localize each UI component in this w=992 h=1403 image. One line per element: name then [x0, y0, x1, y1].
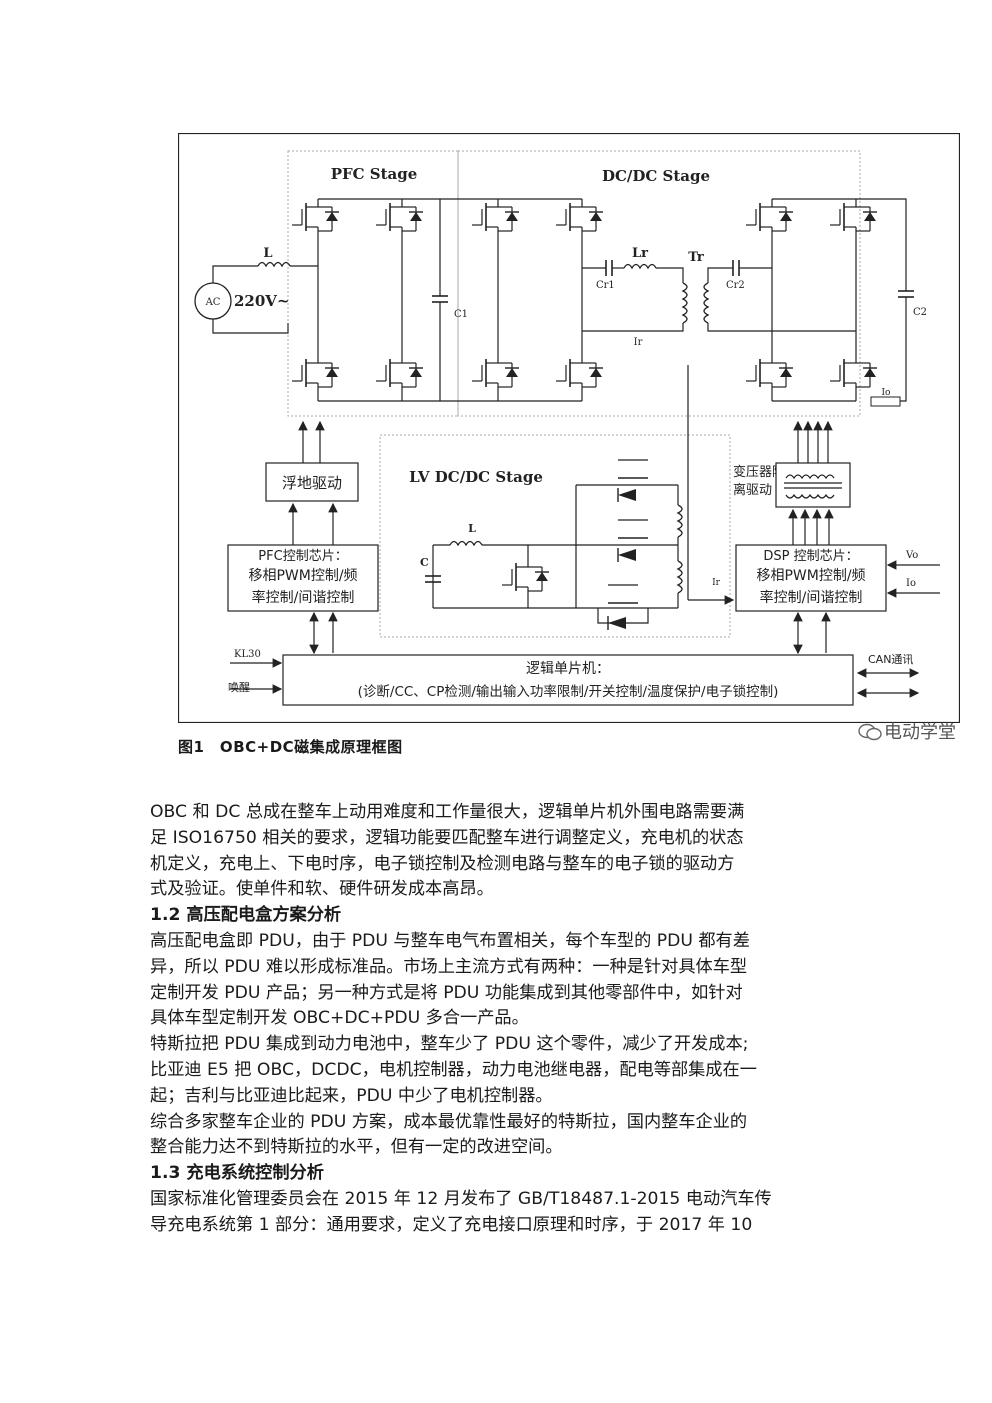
- tx-drive-line2: 离驱动: [733, 482, 772, 498]
- kl30-label: KL30: [234, 649, 261, 660]
- pfc-chip-line3: 率控制/间谐控制: [252, 589, 355, 606]
- dsp-chip-block: [735, 544, 887, 612]
- transformer-secondary: [703, 282, 710, 324]
- chat-bubble-icon: [858, 723, 882, 741]
- pfc-inductor: [257, 261, 291, 268]
- tx-drive-block: [775, 462, 851, 508]
- lv-rectifiers: [597, 459, 649, 630]
- watermark-text: 电动学堂: [884, 722, 956, 743]
- lr-label: Lr: [632, 246, 648, 261]
- dsp-chip-line3: 率控制/间谐控制: [760, 589, 863, 606]
- io-label: Io: [882, 388, 891, 398]
- paragraph-line: 定制开发 PDU 产品；另一种方式是将 PDU 功能集成到其他零部件中，如针对: [150, 982, 743, 1003]
- paragraph-line: 比亚迪 E5 把 OBC，DCDC，电机控制器，动力电池继电器，配电等部集成在一: [150, 1059, 757, 1080]
- paragraph-line: 起；吉利与比亚迪比起来，PDU 中少了电机控制器。: [150, 1085, 553, 1106]
- watermark: 电动学堂: [858, 718, 956, 744]
- cr2-label: Cr2: [726, 280, 745, 291]
- float-drive-label: 浮地驱动: [282, 474, 342, 492]
- section-heading: 1.3 充电系统控制分析: [150, 1163, 324, 1184]
- dcdc-stage-box: [457, 150, 861, 417]
- mcu-line1: 逻辑单片机：: [526, 661, 610, 677]
- section-heading: 1.2 高压配电盒方案分析: [150, 905, 342, 926]
- paragraph-line: 具体车型定制开发 OBC+DC+PDU 多合一产品。: [150, 1008, 529, 1029]
- vo-input-label: Vo: [905, 550, 918, 561]
- wake-label: 唤醒: [228, 680, 250, 694]
- paragraph-line: 足 ISO16750 相关的要求，逻辑功能要匹配整车进行调整定义，充电机的状态: [150, 827, 744, 848]
- io-input-label: Io: [906, 578, 916, 589]
- float-drive-block: [265, 462, 359, 502]
- c2-label: C2: [913, 307, 927, 318]
- paragraph-line: 整合能力达不到特斯拉的水平，但有一定的改进空间。: [150, 1137, 563, 1158]
- mcu-line2: (诊断/CC、CP检测/输出输入功率限制/开关控制/温度保护/电子锁控制): [358, 683, 779, 700]
- pfc-stage-label: PFC Stage: [331, 165, 418, 183]
- lv-l-label: L: [468, 522, 476, 535]
- cr1-label: Cr1: [596, 280, 615, 291]
- lv-ir-label: Ir: [712, 578, 721, 588]
- can-label: CAN通讯: [868, 653, 913, 666]
- paragraph-line: OBC 和 DC 总成在整车上动用难度和工作量很大，逻辑单片机外围电路需要满: [150, 802, 745, 822]
- pfc-chip-line2: 移相PWM控制/频: [248, 568, 357, 584]
- ir-label: Ir: [634, 337, 643, 348]
- voltage-label: 220V~: [234, 292, 290, 310]
- transformer-primary: [681, 282, 688, 324]
- dsp-chip-line2: 移相PWM控制/频: [756, 568, 865, 584]
- paragraph-line: 异，所以 PDU 难以形成标准品。市场上主流方式有两种：一种是针对具体车型: [150, 956, 748, 977]
- mcu-block: [282, 654, 854, 706]
- paragraph-line: 高压配电盒即 PDU，由于 PDU 与整车电气布置相关，每个车型的 PDU 都有…: [150, 930, 750, 951]
- ac-label: AC: [205, 297, 221, 308]
- pfc-stage-box: [287, 150, 459, 417]
- body-text: OBC 和 DC 总成在整车上动用难度和工作量很大，逻辑单片机外围电路需要满足 …: [150, 800, 850, 1239]
- pfc-chip-line1: PFC控制芯片：: [258, 549, 347, 564]
- paragraph-line: 机定义，充电上、下电时序，电子锁控制及检测电路与整车的电子锁的驱动方: [150, 853, 735, 874]
- tr-label: Tr: [688, 250, 704, 265]
- paragraph-line: 特斯拉把 PDU 集成到动力电池中，整车少了 PDU 这个零件，减少了开发成本;: [150, 1034, 749, 1055]
- circuit-figure: PFC Stage DC/DC Stage LV DC/DC Stage AC …: [178, 133, 960, 723]
- c1-label: C1: [454, 309, 468, 320]
- tx-drive-line1: 变压器隔: [733, 464, 785, 480]
- paragraph-line: 式及验证。使单件和软、硬件研发成本高昂。: [150, 879, 494, 900]
- inductor-label: L: [263, 246, 272, 261]
- dsp-chip-line1: DSP 控制芯片：: [763, 549, 858, 564]
- dcdc-stage-label: DC/DC Stage: [602, 167, 710, 185]
- figure-caption: 图1 OBC+DC磁集成原理框图: [178, 738, 403, 756]
- paragraph-line: 国家标准化管理委员会在 2015 年 12 月发布了 GB/T18487.1-2…: [150, 1188, 772, 1209]
- paragraph-line: 导充电系统第 1 部分：通用要求，定义了充电接口原理和时序，于 2017 年 1…: [150, 1214, 753, 1235]
- lv-stage-label: LV DC/DC Stage: [409, 468, 543, 486]
- pfc-chip-block: [227, 544, 379, 612]
- paragraph-line: 综合多家整车企业的 PDU 方案，成本最优靠性最好的特斯拉，国内整车企业的: [150, 1111, 748, 1132]
- lv-c-label: C: [420, 556, 429, 569]
- figure-frame: [178, 133, 960, 723]
